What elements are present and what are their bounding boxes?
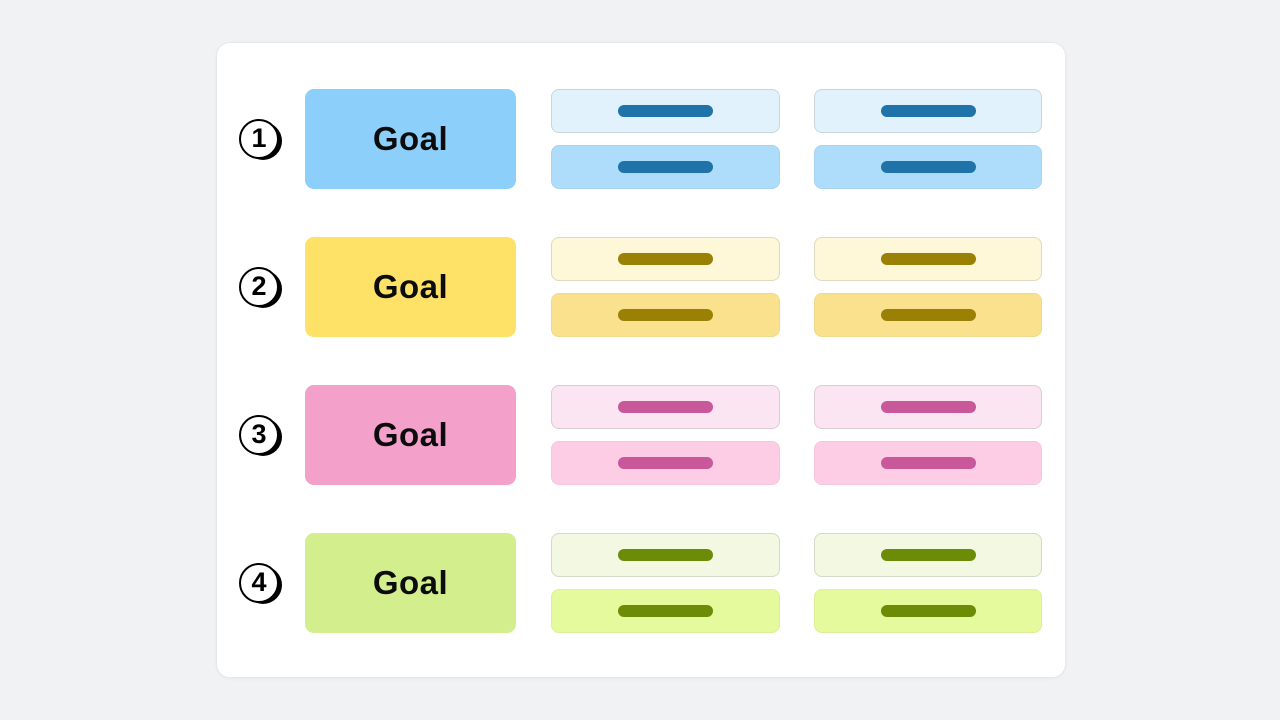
task-box-light[interactable] [814, 385, 1042, 429]
goal-row-4: 4 Goal [239, 533, 1042, 633]
task-box-medium[interactable] [814, 293, 1042, 337]
text-placeholder-bar [880, 309, 976, 321]
step-1-badge[interactable]: 1 [239, 119, 279, 159]
goal-row-2: 2 Goal [239, 237, 1042, 337]
text-placeholder-bar [618, 401, 713, 413]
task-box-light[interactable] [551, 89, 780, 133]
text-placeholder-bar [618, 105, 713, 117]
task-box-light[interactable] [551, 237, 780, 281]
goal-row-1: 1 Goal [239, 89, 1042, 189]
text-placeholder-bar [880, 161, 976, 173]
text-placeholder-bar [880, 457, 976, 469]
goal-label: Goal [372, 268, 449, 305]
text-placeholder-bar [618, 457, 713, 469]
step-2-badge[interactable]: 2 [239, 267, 279, 307]
text-placeholder-bar [618, 549, 713, 561]
task-column-2a [551, 237, 780, 337]
goal-label: Goal [372, 120, 449, 157]
text-placeholder-bar [618, 309, 713, 321]
step-number: 3 [251, 418, 267, 449]
task-box-light[interactable] [814, 237, 1042, 281]
text-placeholder-bar [880, 105, 976, 117]
task-column-4a [551, 533, 780, 633]
step-number: 2 [251, 270, 267, 301]
task-box-medium[interactable] [814, 441, 1042, 485]
text-placeholder-bar [618, 605, 713, 617]
diagram-card: 1 Goal 2 [216, 42, 1066, 678]
task-box-medium[interactable] [551, 293, 780, 337]
step-number-wrap: 4 [239, 563, 279, 603]
step-number-wrap: 3 [239, 415, 279, 455]
task-column-2b [814, 237, 1042, 337]
goal-box-1[interactable]: Goal [305, 89, 516, 189]
task-box-medium[interactable] [814, 145, 1042, 189]
step-3-badge[interactable]: 3 [239, 415, 279, 455]
step-number: 4 [251, 566, 267, 597]
goal-box-2[interactable]: Goal [305, 237, 516, 337]
task-column-1b [814, 89, 1042, 189]
text-placeholder-bar [880, 253, 976, 265]
task-box-medium[interactable] [814, 589, 1042, 633]
task-box-medium[interactable] [551, 145, 780, 189]
text-placeholder-bar [880, 549, 976, 561]
task-box-light[interactable] [814, 533, 1042, 577]
task-column-1a [551, 89, 780, 189]
goal-box-4[interactable]: Goal [305, 533, 516, 633]
text-placeholder-bar [880, 605, 976, 617]
task-box-light[interactable] [551, 533, 780, 577]
text-placeholder-bar [618, 253, 713, 265]
goal-label: Goal [372, 564, 449, 601]
step-number: 1 [251, 122, 267, 153]
goal-row-3: 3 Goal [239, 385, 1042, 485]
task-box-light[interactable] [814, 89, 1042, 133]
step-number-wrap: 2 [239, 267, 279, 307]
goal-label: Goal [372, 416, 449, 453]
text-placeholder-bar [618, 161, 713, 173]
task-box-light[interactable] [551, 385, 780, 429]
task-column-3b [814, 385, 1042, 485]
step-number-wrap: 1 [239, 119, 279, 159]
task-box-medium[interactable] [551, 441, 780, 485]
task-column-4b [814, 533, 1042, 633]
task-box-medium[interactable] [551, 589, 780, 633]
goal-box-3[interactable]: Goal [305, 385, 516, 485]
text-placeholder-bar [880, 401, 976, 413]
step-4-badge[interactable]: 4 [239, 563, 279, 603]
task-column-3a [551, 385, 780, 485]
